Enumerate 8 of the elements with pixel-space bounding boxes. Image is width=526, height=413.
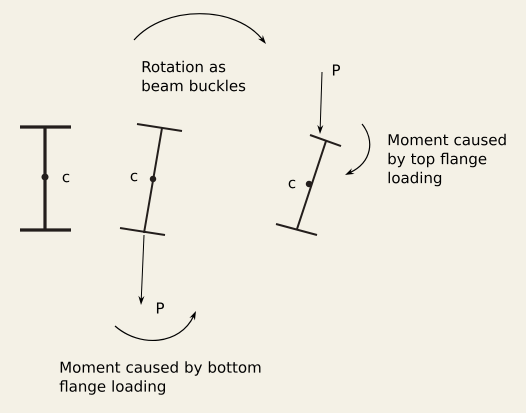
force-label: P — [156, 302, 164, 314]
force-label: P — [332, 64, 340, 76]
centroid-label: c — [130, 172, 138, 182]
centroid-label: c — [288, 180, 296, 188]
caption-text: Moment caused by top flange loading — [388, 134, 506, 186]
caption-text: Rotation as beam buckles — [142, 60, 246, 92]
centroid-label: c — [62, 174, 70, 182]
caption-text: Moment caused by bottom flange loading — [60, 361, 260, 395]
